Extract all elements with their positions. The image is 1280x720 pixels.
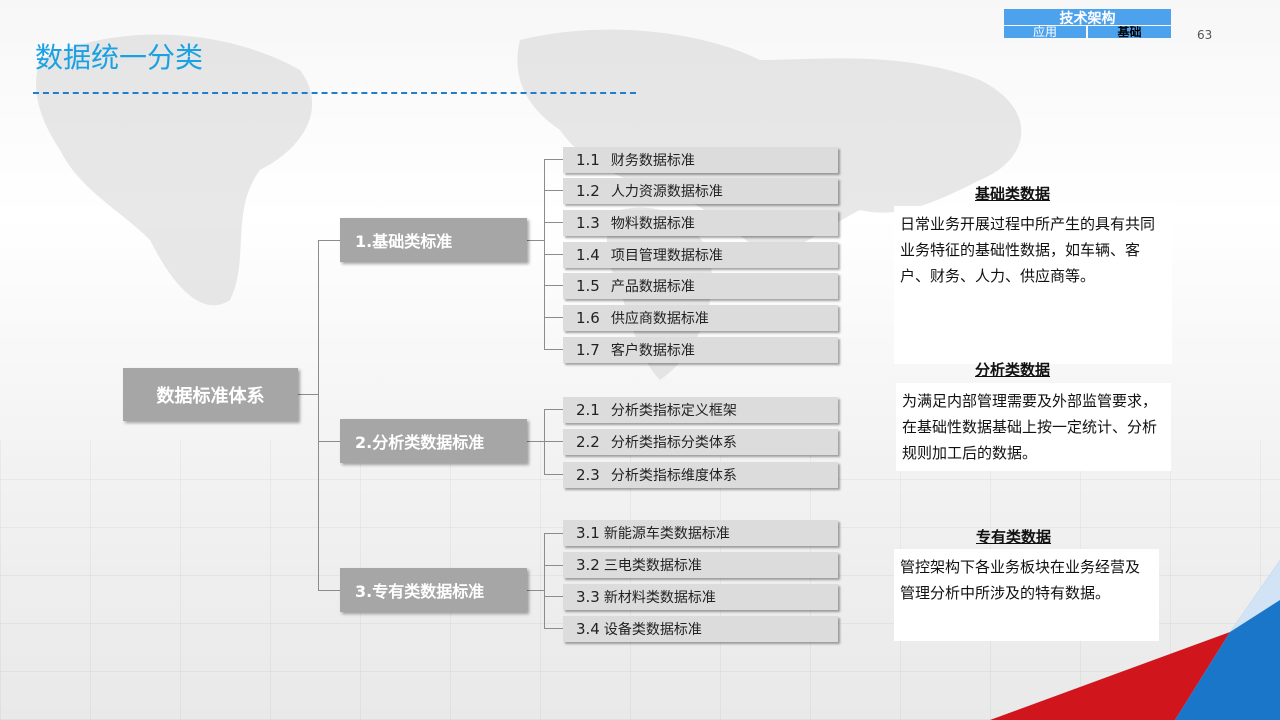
standard-item[interactable]: 2.2 分析类指标分类体系: [563, 429, 838, 455]
category-node-analysis[interactable]: 2.分析类数据标准: [340, 419, 527, 463]
title-divider: [33, 92, 636, 94]
description-text-basic: 日常业务开展过程中所产生的具有共同业务特征的基础性数据，如车辆、客户、财务、人力…: [894, 206, 1172, 364]
root-node[interactable]: 数据标准体系: [123, 368, 298, 421]
item-number: 1.3: [576, 214, 600, 232]
item-number: 3.4: [576, 620, 600, 638]
standard-item[interactable]: 2.1 分析类指标定义框架: [563, 397, 838, 423]
standard-item[interactable]: 1.1 财务数据标准: [563, 147, 838, 173]
standard-item[interactable]: 2.3 分析类指标维度体系: [563, 462, 838, 488]
item-label: 项目管理数据标准: [610, 248, 723, 264]
item-label: 三电类数据标准: [603, 558, 702, 574]
standard-item[interactable]: 1.2 人力资源数据标准: [563, 178, 838, 204]
item-number: 3.1: [576, 524, 600, 542]
standard-item[interactable]: 3.2 三电类数据标准: [563, 552, 838, 578]
arch-tab-foundation[interactable]: 基础: [1088, 26, 1171, 38]
item-label: 供应商数据标准: [610, 311, 709, 327]
standard-item[interactable]: 1.6 供应商数据标准: [563, 305, 838, 331]
item-number: 2.3: [576, 466, 600, 484]
item-label: 分析类指标分类体系: [610, 435, 737, 451]
item-label: 产品数据标准: [610, 279, 695, 295]
item-label: 人力资源数据标准: [610, 184, 723, 200]
item-number: 2.1: [576, 401, 600, 419]
item-label: 设备类数据标准: [603, 622, 702, 638]
standard-item[interactable]: 1.7 客户数据标准: [563, 337, 838, 363]
standard-item[interactable]: 1.5 产品数据标准: [563, 273, 838, 299]
item-label: 财务数据标准: [610, 153, 695, 169]
standard-item[interactable]: 1.3 物料数据标准: [563, 210, 838, 236]
page-number: 63: [1197, 28, 1213, 42]
standard-item[interactable]: 3.4 设备类数据标准: [563, 616, 838, 642]
description-title-analysis: 分析类数据: [975, 361, 1051, 379]
description-text-analysis: 为满足内部管理需要及外部监管要求，在基础性数据基础上按一定统计、分析规则加工后的…: [896, 383, 1171, 471]
standard-item[interactable]: 1.4 项目管理数据标准: [563, 242, 838, 268]
architecture-nav-label[interactable]: 技术架构: [1004, 9, 1171, 25]
item-number: 1.4: [576, 246, 600, 264]
standard-item[interactable]: 3.1 新能源车类数据标准: [563, 520, 838, 546]
item-label: 物料数据标准: [610, 216, 695, 232]
arch-tab-application[interactable]: 应用: [1004, 26, 1086, 38]
description-title-proprietary: 专有类数据: [976, 528, 1052, 546]
item-number: 1.5: [576, 277, 600, 295]
item-number: 3.3: [576, 588, 600, 606]
description-text-proprietary: 管控架构下各业务板块在业务经营及管理分析中所涉及的特有数据。: [894, 549, 1159, 641]
architecture-nav: 技术架构 应用 基础: [1004, 9, 1171, 38]
item-number: 1.2: [576, 182, 600, 200]
item-label: 分析类指标维度体系: [610, 468, 737, 484]
item-number: 1.1: [576, 151, 600, 169]
category-node-proprietary[interactable]: 3.专有类数据标准: [340, 568, 527, 612]
description-title-basic: 基础类数据: [975, 185, 1051, 203]
item-label: 分析类指标定义框架: [610, 403, 737, 419]
item-number: 1.7: [576, 341, 600, 359]
item-number: 1.6: [576, 309, 600, 327]
category-node-basic[interactable]: 1.基础类标准: [340, 218, 527, 262]
standard-item[interactable]: 3.3 新材料类数据标准: [563, 584, 838, 610]
item-number: 3.2: [576, 556, 600, 574]
item-label: 客户数据标准: [610, 343, 695, 359]
item-label: 新能源车类数据标准: [603, 526, 730, 542]
item-number: 2.2: [576, 433, 600, 451]
page-title: 数据统一分类: [35, 41, 204, 74]
item-label: 新材料类数据标准: [603, 590, 716, 606]
